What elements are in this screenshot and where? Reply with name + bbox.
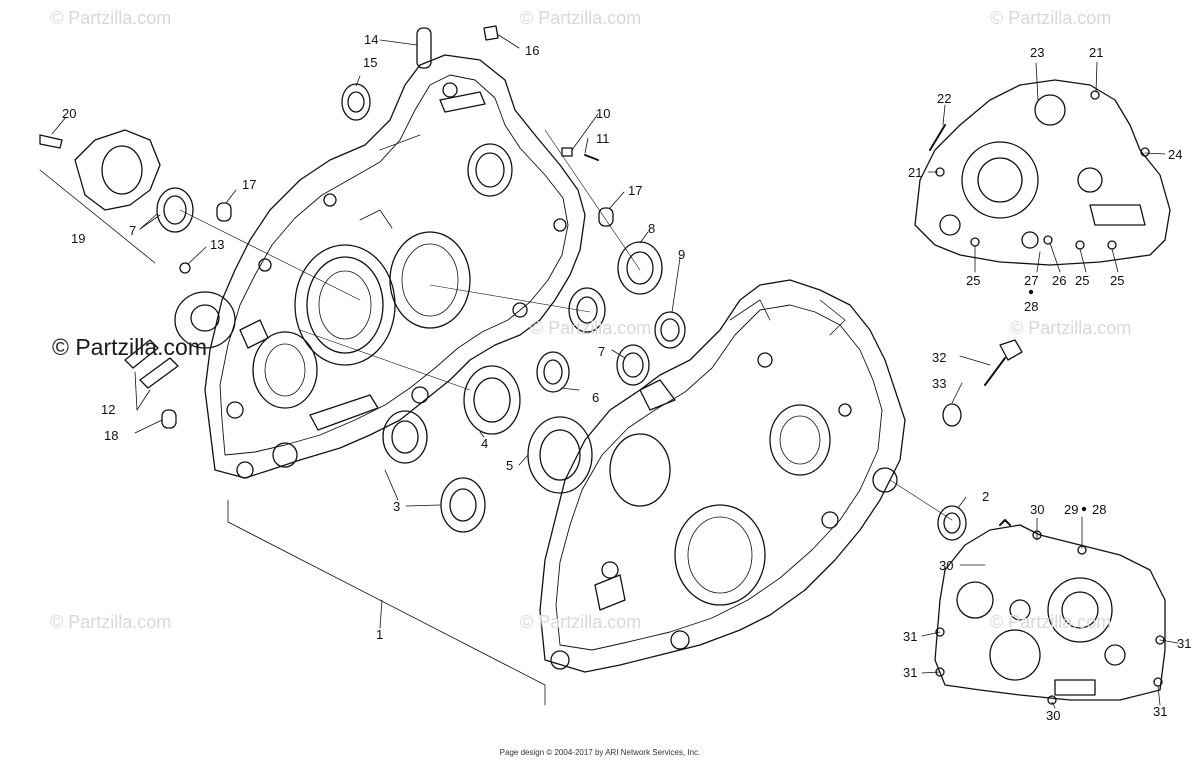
callout-28[interactable]: 28 (1092, 502, 1107, 517)
callout-3[interactable]: 3 (393, 499, 401, 514)
callout-11[interactable]: 11 (596, 131, 610, 146)
callout-25[interactable]: 25 (966, 273, 981, 288)
left-crankcase-half (204, 54, 586, 479)
callout-26[interactable]: 26 (1052, 273, 1067, 288)
callout-30[interactable]: 30 (1030, 502, 1045, 517)
footer-credit: Page design © 2004-2017 by ARI Network S… (499, 748, 701, 757)
watermark: © Partzilla.com (50, 612, 172, 632)
callout-25[interactable]: 25 (1110, 273, 1125, 288)
watermark: © Partzilla.com (1010, 318, 1132, 338)
callout-17[interactable]: 17 (628, 183, 643, 198)
callout-32[interactable]: 32 (932, 350, 947, 365)
watermark: © Partzilla.com (520, 612, 642, 632)
callout-17[interactable]: 17 (242, 177, 257, 192)
callout-27[interactable]: 27 (1024, 273, 1039, 288)
callout-31[interactable]: 31 (1153, 704, 1168, 719)
callout-8[interactable]: 8 (648, 221, 656, 236)
callout-31[interactable]: 31 (903, 665, 918, 680)
callout-5[interactable]: 5 (506, 458, 514, 473)
left-case-outer-view (914, 79, 1171, 266)
callout-9[interactable]: 9 (678, 247, 686, 262)
callout-14[interactable]: 14 (364, 32, 379, 47)
callout-21[interactable]: 21 (1089, 45, 1104, 60)
callout-20[interactable]: 20 (62, 106, 77, 121)
callout-21[interactable]: 21 (908, 165, 923, 180)
callout-24[interactable]: 24 (1168, 147, 1183, 162)
callout-28[interactable]: 28 (1024, 299, 1039, 314)
leader-lines (39, 33, 1179, 709)
callout-18[interactable]: 18 (104, 428, 119, 443)
callout-33[interactable]: 33 (932, 376, 947, 391)
callout-16[interactable]: 16 (525, 43, 540, 58)
callout-7[interactable]: 7 (129, 223, 137, 238)
callout-4[interactable]: 4 (481, 436, 489, 451)
callout-19[interactable]: 19 (71, 231, 86, 246)
right-case-outer-view (934, 519, 1166, 705)
callout-7[interactable]: 7 (598, 344, 606, 359)
callout-31[interactable]: 31 (1177, 636, 1192, 651)
callout-29[interactable]: 29 (1064, 502, 1079, 517)
watermark-dark: © Partzilla.com (52, 334, 207, 360)
callout-2[interactable]: 2 (982, 489, 990, 504)
small-parts (39, 25, 1023, 429)
watermark: © Partzilla.com (50, 8, 172, 28)
callout-23[interactable]: 23 (1030, 45, 1045, 60)
watermark: © Partzilla.com (520, 8, 642, 28)
callout-30[interactable]: 30 (939, 558, 954, 573)
callout-31[interactable]: 31 (903, 629, 918, 644)
callout-15[interactable]: 15 (363, 55, 378, 70)
watermark: © Partzilla.com (530, 318, 652, 338)
watermark: © Partzilla.com (990, 612, 1112, 632)
watermark: © Partzilla.com (990, 8, 1112, 28)
callout-10[interactable]: 10 (596, 106, 611, 121)
right-crankcase-half (539, 279, 906, 673)
callout-13[interactable]: 13 (210, 237, 225, 252)
callout-12[interactable]: 12 (101, 402, 116, 417)
callout-22[interactable]: 22 (937, 91, 952, 106)
callout-30[interactable]: 30 (1046, 708, 1061, 723)
callout-1[interactable]: 1 (376, 627, 384, 642)
bearings (156, 83, 967, 541)
callout-6[interactable]: 6 (592, 390, 600, 405)
callout-25[interactable]: 25 (1075, 273, 1090, 288)
